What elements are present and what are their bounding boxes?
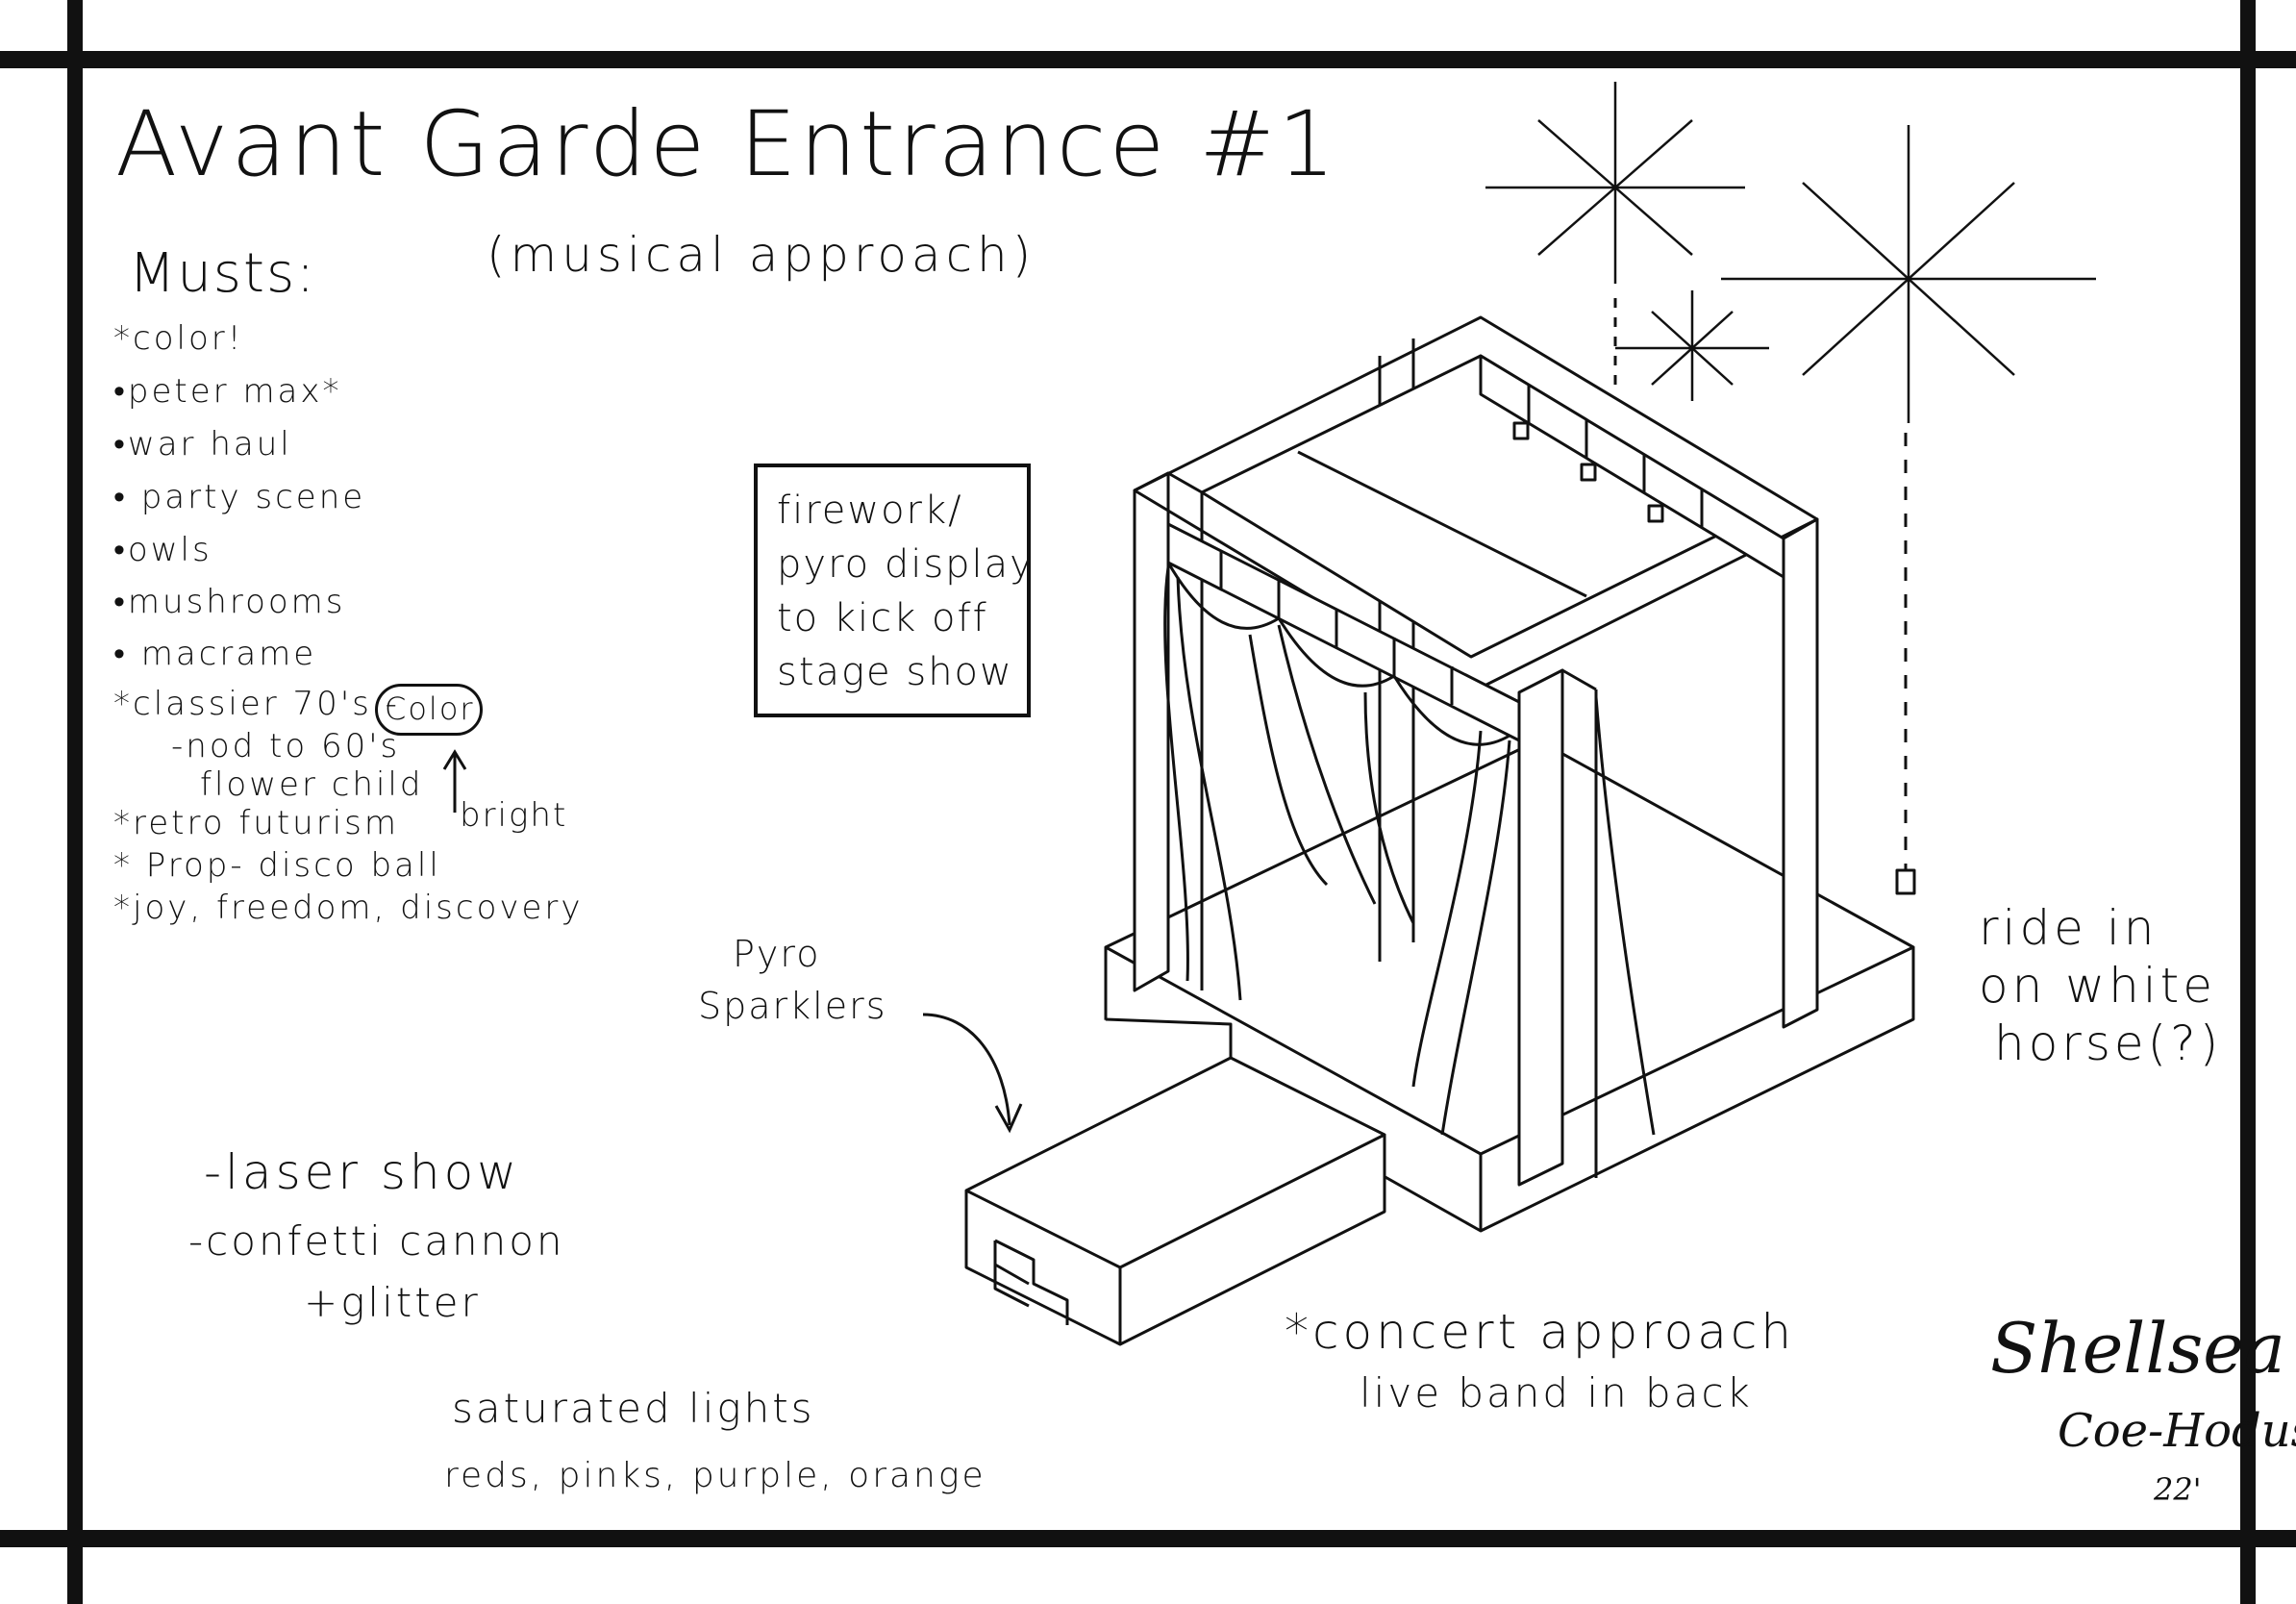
must-item: • party scene xyxy=(113,478,366,516)
signature-year: 22' xyxy=(2154,1471,2202,1508)
must-item: flower child xyxy=(200,765,424,804)
musts-heading: Musts: xyxy=(129,242,316,305)
color-cloud xyxy=(375,684,483,736)
sparklers-label: Sparklers xyxy=(698,985,887,1027)
must-item: •peter max* xyxy=(113,372,342,411)
note-line: to kick off xyxy=(777,596,988,640)
must-item: *classier 70's - xyxy=(113,685,400,723)
signature-surname: Coe-Hodus xyxy=(2058,1404,2296,1458)
concert-approach: *concert approach xyxy=(1285,1304,1796,1360)
must-item: *retro futurism xyxy=(113,804,399,842)
must-item: •owls xyxy=(113,531,212,569)
note-line: firework/ xyxy=(777,489,963,533)
pyro-label: Pyro xyxy=(733,933,821,975)
must-item: •mushrooms xyxy=(113,583,346,621)
ride-line: on white xyxy=(1979,958,2217,1014)
page-title: Avant Garde Entrance #1 xyxy=(115,92,1338,197)
live-band: live band in back xyxy=(1360,1369,1753,1416)
signature-name: Shellsea xyxy=(1990,1308,2285,1389)
firework-note-box: firework/ pyro display to kick off stage… xyxy=(754,464,1033,717)
lights-colors: reds, pinks, purple, orange xyxy=(444,1456,986,1495)
note-line: stage show xyxy=(777,650,1013,694)
effect-confetti: -confetti cannon xyxy=(188,1217,565,1265)
page-subtitle: (musical approach) xyxy=(487,227,1036,283)
lights-heading: saturated lights xyxy=(452,1385,815,1432)
must-item: •war haul xyxy=(113,425,292,464)
note-line: pyro display xyxy=(777,542,1035,587)
must-item: -nod to 60's xyxy=(171,727,401,765)
ride-line: horse(?) xyxy=(1994,1015,2223,1071)
ride-line: ride in xyxy=(1979,900,2159,956)
must-item: *color! xyxy=(113,319,244,358)
must-item: *joy, freedom, discovery xyxy=(113,889,584,927)
must-item: * Prop- disco ball xyxy=(113,846,441,885)
must-item: • macrame xyxy=(113,635,317,673)
effect-glitter: +glitter xyxy=(304,1279,481,1326)
bright-label: bright xyxy=(460,796,568,835)
effect-laser: -laser show xyxy=(204,1144,521,1200)
cloud-label: Color xyxy=(385,690,475,727)
